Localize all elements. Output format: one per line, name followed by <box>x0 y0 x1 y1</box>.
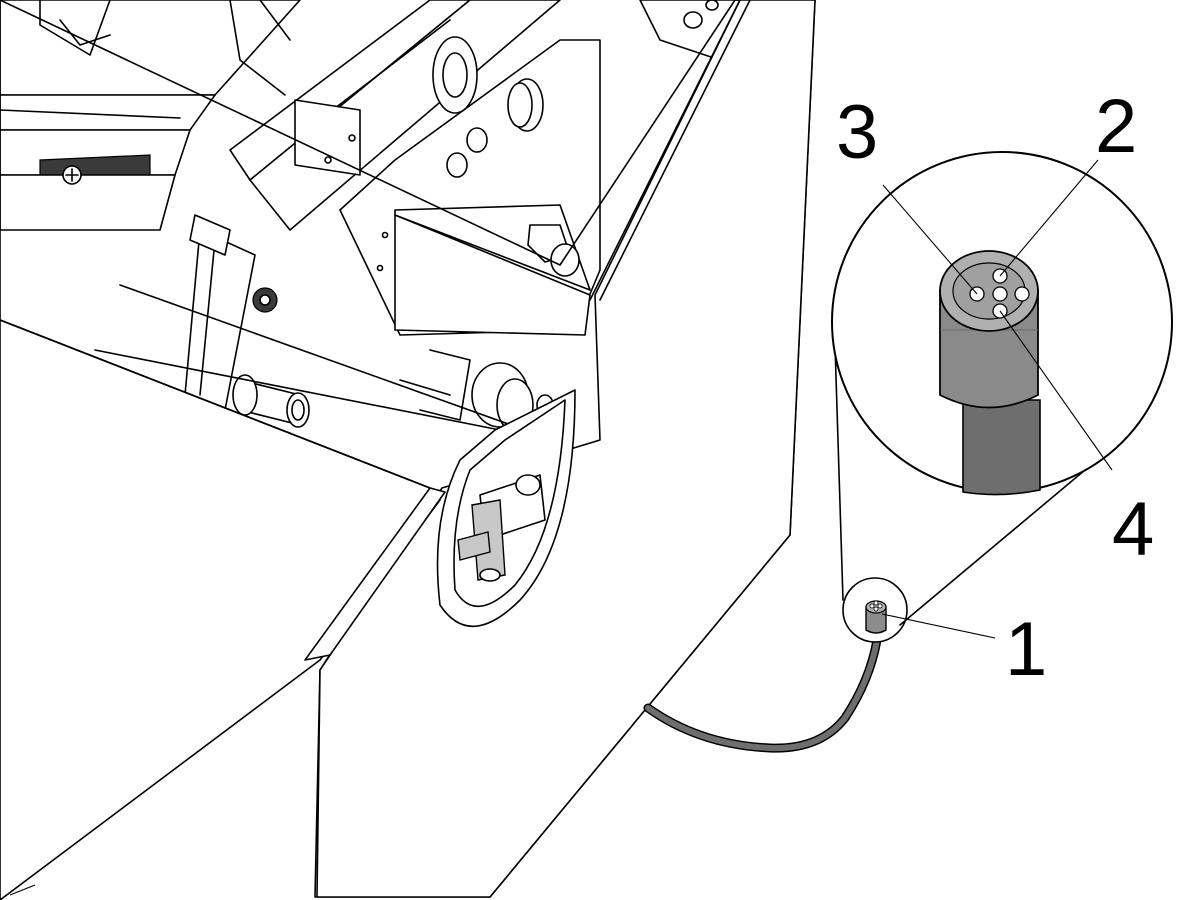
magnifier-lines <box>834 344 1086 626</box>
upper-frame <box>0 0 301 231</box>
socket-pin-icon <box>992 286 1008 302</box>
connector-icon <box>865 606 887 634</box>
connector-detail <box>831 151 1173 496</box>
guide-sheet <box>0 284 526 900</box>
cover-sheet <box>316 0 816 898</box>
pivot-roller <box>232 374 310 428</box>
machine-assembly <box>0 0 816 900</box>
guide-rail <box>229 0 561 231</box>
callout-2: 2 <box>1095 84 1137 169</box>
bolt-icon <box>446 152 468 178</box>
callout-4: 4 <box>1112 487 1154 572</box>
leader-lines <box>881 159 1113 639</box>
bolt-icon <box>466 127 488 153</box>
rear-plate <box>339 36 601 336</box>
cover-cutout <box>436 389 576 628</box>
callout-3: 3 <box>836 90 878 175</box>
socket-pin-icon <box>1014 286 1030 302</box>
callout-1: 1 <box>1005 607 1047 692</box>
connector-small <box>842 577 908 643</box>
front-cover-panel <box>0 0 816 898</box>
sensor-cable <box>643 635 882 753</box>
